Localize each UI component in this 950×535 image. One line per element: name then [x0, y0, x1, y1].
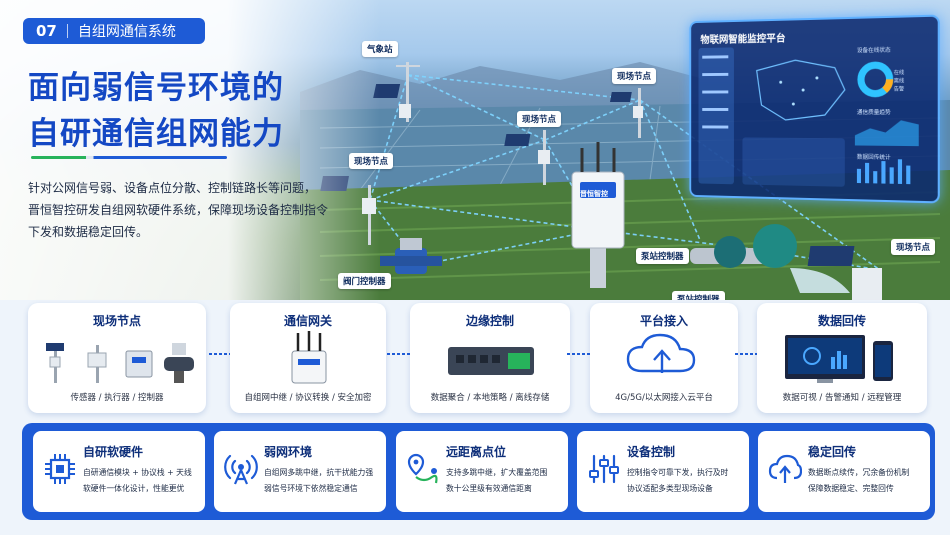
- edge-controller-icon: [448, 347, 534, 375]
- site-node-right-icon: [807, 246, 882, 300]
- section-label: 自组网通信系统: [77, 24, 176, 40]
- feature-card-long-distance: 远距离点位 支持多跳中继，扩大覆盖范围数十公里级有效通信距离: [396, 431, 568, 512]
- flow-card-edge-control: 边缘控制 数据聚合 / 本地策略 / 离线存储: [410, 303, 570, 413]
- valve-controller-icon: [380, 238, 442, 274]
- section-badge: 07 自组网通信系统: [23, 18, 205, 44]
- tag-site-node-left: 现场节点: [349, 153, 394, 169]
- feature-line-1: 自组网多跳中继，抗干扰能力强: [264, 468, 374, 477]
- feature-card-stable-return: 稳定回传 数据断点续传，冗余备份机制保障数据稳定、完整回传: [758, 431, 930, 512]
- tag-valve-controller: 阀门控制器: [338, 273, 391, 289]
- feature-line-2: 保障数据稳定、完整回传: [808, 484, 894, 493]
- flow-title: 边缘控制: [465, 314, 514, 328]
- headline-line-1: 面向弱信号环境的: [28, 70, 284, 106]
- flow-title: 现场节点: [92, 314, 141, 328]
- flow-title: 通信网关: [283, 314, 332, 328]
- headline-line-2: 自研通信组网能力: [28, 116, 284, 152]
- flow-subtitle: 4G/5G/以太网接入云平台: [615, 393, 713, 403]
- tag-pump-controller-2: 泵站控制器: [672, 291, 725, 300]
- dashboard-quality-label: 通信质量趋势: [856, 110, 891, 117]
- field-devices-icon: [46, 343, 194, 383]
- flow-subtitle: 数据聚合 / 本地策略 / 离线存储: [430, 393, 550, 403]
- flow-card-platform-access: 平台接入 4G/5G/以太网接入云平台: [590, 303, 738, 413]
- feature-title: 弱网环境: [264, 445, 313, 459]
- feature-text: 数据断点续传，冗余备份机制保障数据稳定、完整回传: [808, 465, 926, 497]
- dashboard-online-label: 设备在线状态: [856, 47, 891, 55]
- headline-underline: [31, 156, 227, 159]
- pump-station-icon: [690, 224, 850, 293]
- tag-site-node-right: 现场节点: [891, 239, 936, 255]
- feature-line-2: 数十公里级有效通信距离: [446, 484, 532, 493]
- site-node-far-icon: [610, 88, 643, 138]
- feature-line-1: 数据断点续传，冗余备份机制: [808, 468, 910, 477]
- flow-subtitle: 数据可视 / 告警通知 / 远程管理: [782, 393, 902, 403]
- gateway-logo: 晋恒智控: [580, 190, 608, 198]
- feature-title: 自研软硬件: [83, 445, 144, 459]
- sliders-icon: [589, 454, 619, 484]
- section-number: 07: [23, 24, 68, 39]
- feature-title: 稳定回传: [808, 445, 857, 459]
- scene-fade-overlay: [0, 0, 380, 300]
- flow-card-field-nodes: 现场节点 传感器 / 执行器 / 控制器: [28, 303, 206, 413]
- monitor-phone-icon: [785, 335, 893, 383]
- tag-site-node-mid: 现场节点: [517, 111, 562, 127]
- feature-line-2: 协议适配多类型现场设备: [627, 484, 713, 493]
- flow-title: 数据回传: [817, 314, 866, 328]
- cloud-upload-icon: [626, 333, 696, 373]
- intro-line-3: 下发和数据稳定回传。: [28, 225, 149, 239]
- dashboard-stats-label: 数据回传统计: [856, 154, 891, 162]
- tag-site-node-far: 现场节点: [612, 68, 657, 84]
- cloud-upload-icon: [768, 454, 802, 483]
- feature-text: 自研通信模块 + 协议栈 + 天线软硬件一体化设计，性能更优: [83, 465, 201, 497]
- feature-card-device-control: 设备控制 控制指令可靠下发，执行及时协议适配多类型现场设备: [577, 431, 749, 512]
- dashboard-illustration: [698, 47, 919, 187]
- feature-title: 设备控制: [627, 445, 676, 459]
- feature-line-2: 弱信号环境下依然稳定通信: [264, 484, 358, 493]
- site-node-mid-icon: [504, 130, 550, 185]
- chip-icon: [45, 454, 75, 484]
- flow-card-data-return: 数据回传 数据可视 / 告警通知 / 远程管理: [757, 303, 927, 413]
- feature-card-weak-network: 弱网环境 自组网多跳中继，抗干扰能力强弱信号环境下依然稳定通信: [214, 431, 386, 512]
- dashboard-legend-online: 在线: [893, 69, 905, 77]
- feature-title: 远距离点位: [446, 445, 507, 459]
- iot-dashboard-panel: 物联网智能监控平台 设备在线状态 在线 离线 告警 通信质量趋势 数据回传统计: [689, 14, 940, 204]
- feature-line-1: 支持多跳中继，扩大覆盖范围: [446, 468, 548, 477]
- tag-weather-station: 气象站: [362, 41, 398, 57]
- flow-card-gateway: 通信网关 自组网中继 / 协议转换 / 安全加密: [230, 303, 386, 413]
- flow-subtitle: 自组网中继 / 协议转换 / 安全加密: [244, 393, 372, 403]
- feature-card-hardware: 自研软硬件 自研通信模块 + 协议栈 + 天线软硬件一体化设计，性能更优: [33, 431, 205, 512]
- feature-text: 自组网多跳中继，抗干扰能力强弱信号环境下依然稳定通信: [264, 465, 382, 497]
- intro-description: 针对公网信号弱、设备点位分散、控制链路长等问题， 晋恒智控研发自组网软硬件系统，…: [28, 177, 328, 243]
- dashboard-legend-offline: 离线: [893, 78, 905, 85]
- flow-subtitle: 传感器 / 执行器 / 控制器: [70, 393, 164, 403]
- feature-line-2: 软硬件一体化设计，性能更优: [83, 484, 185, 493]
- feature-text: 支持多跳中继，扩大覆盖范围数十公里级有效通信距离: [446, 465, 564, 497]
- hero-scene: 气象站 现场节点 现场节点 现场节点 现场节点 阀门控制器 泵站控制器 泵站控制…: [0, 0, 950, 300]
- antenna-icon: [224, 454, 258, 485]
- gateway-icon: [291, 331, 327, 384]
- tag-pump-controller: 泵站控制器: [636, 248, 689, 264]
- feature-line-1: 控制指令可靠下发，执行及时: [627, 468, 729, 477]
- feature-line-1: 自研通信模块 + 协议栈 + 天线: [83, 468, 192, 477]
- feature-text: 控制指令可靠下发，执行及时协议适配多类型现场设备: [627, 465, 745, 497]
- flow-title: 平台接入: [639, 314, 688, 328]
- gateway-device-icon: [571, 142, 625, 288]
- intro-line-1: 针对公网信号弱、设备点位分散、控制链路长等问题，: [28, 181, 317, 195]
- dashboard-legend-alarm: 告警: [893, 86, 905, 93]
- intro-line-2: 晋恒智控研发自组网软硬件系统，保障现场设备控制指令: [28, 203, 329, 217]
- route-pin-icon: [407, 453, 438, 484]
